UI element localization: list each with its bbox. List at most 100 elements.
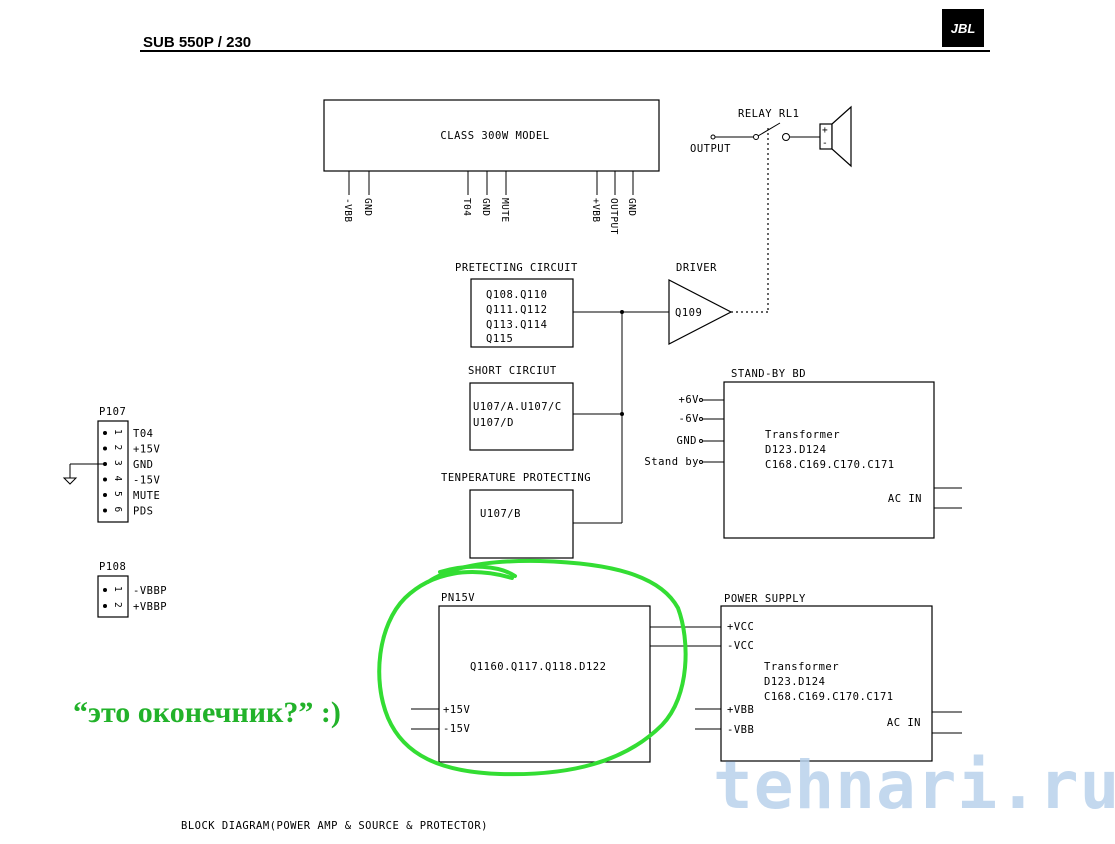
connector-pin: 1 -VBBP: [103, 585, 167, 597]
pin-label: T04: [461, 198, 472, 216]
connector-pin: 3 GND: [103, 459, 153, 471]
component-label: Q1160.Q117.Q118.D122: [470, 661, 606, 673]
component-label: U107/D: [473, 417, 514, 429]
svg-text:+: +: [822, 125, 828, 136]
connector-title: P108: [99, 561, 126, 573]
pin-number: 2: [112, 445, 123, 451]
driver-amp: DRIVER Q109: [668, 262, 768, 345]
pin-number: 1: [112, 429, 123, 435]
input-label: Stand by: [644, 456, 699, 468]
rail-label: -VCC: [727, 640, 754, 652]
relay-rl1: RELAY RL1 OUTPUT: [690, 108, 820, 312]
component-label: U107/A.U107/C: [473, 401, 562, 413]
pretecting-title: PRETECTING CIRCUIT: [455, 262, 578, 274]
pin-dot: [103, 446, 107, 451]
pin-label: -VBB: [342, 198, 353, 222]
green-highlight-circle: [377, 558, 688, 777]
short-circuit-title: SHORT CIRCIUT: [468, 365, 557, 377]
pin-number: 1: [112, 586, 123, 592]
pin-label: PDS: [133, 506, 153, 518]
component-label: Q108.Q110: [486, 289, 547, 301]
component-label: Q111.Q112: [486, 304, 547, 316]
pin-label: +VBBP: [133, 601, 167, 613]
short-circuit-block: SHORT CIRCIUT U107/A.U107/C U107/D: [468, 365, 574, 451]
driver-title: DRIVER: [676, 262, 717, 274]
pin-dot: [103, 508, 107, 513]
component-label: Transformer: [764, 661, 839, 673]
pin-label: -VBBP: [133, 585, 167, 597]
pin-label: MUTE: [133, 490, 160, 502]
connector-p107: P107: [62, 406, 129, 523]
temperature-protect-block: TENPERATURE PROTECTING U107/B: [441, 472, 591, 559]
pin-dot: [103, 462, 107, 466]
pin-dot: [103, 604, 107, 608]
watermark: tehnari.ru: [713, 747, 1115, 824]
rail-label: +VBB: [727, 704, 754, 716]
component-label: U107/B: [480, 508, 521, 520]
annotation-text: “это оконечник?” :): [73, 696, 341, 729]
pin-label: OUTPUT: [608, 198, 619, 235]
pin-dot: [103, 588, 107, 592]
pin-label: GND: [362, 198, 373, 216]
power-supply-title: POWER SUPPLY: [724, 593, 806, 605]
input-label: +6V: [679, 394, 700, 406]
pin-label: GND: [480, 198, 491, 216]
pn15v-block: PN15V Q1160.Q117.Q118.D122 +15V -15V: [411, 592, 724, 763]
connector-pin: 4-15V: [103, 475, 160, 487]
jbl-logo: JBL: [942, 9, 984, 47]
pin-dot: [103, 493, 107, 497]
pn15v-title: PN15V: [441, 592, 475, 604]
component-label: D123.D124: [764, 676, 825, 688]
component-label: C168.C169.C170.C171: [764, 691, 894, 703]
pin-label: MUTE: [499, 198, 510, 222]
component-label: Q113.Q114: [486, 319, 547, 331]
pin-label: +VBB: [590, 198, 601, 222]
pin-dot: [103, 477, 107, 482]
pin-number: 6: [112, 507, 123, 513]
pretecting-circuit: PRETECTING CIRCUIT Q108.Q110 Q111.Q112 Q…: [455, 262, 578, 348]
connector-pin: 2 +VBBP: [103, 601, 167, 613]
connector-p108: P108: [97, 561, 129, 618]
component-label: Q115: [486, 333, 513, 345]
pin-number: 5: [112, 491, 123, 497]
ac-in-label: AC IN: [887, 717, 921, 729]
ac-in-label: AC IN: [888, 493, 922, 505]
pin-label: T04: [133, 428, 153, 440]
p108-pin-rows: 1 -VBBP 2 +VBBP: [103, 585, 167, 613]
pin-number: 2: [112, 602, 123, 608]
module-label: CLASS 300W MODEL: [440, 130, 549, 142]
pin-label: +15V: [133, 444, 160, 456]
p107-pin-rows: 1 T04 2 +15V 3 GND 4-15V 5 MUTE 6 PDS: [103, 428, 160, 518]
connector-pin: 2 +15V: [103, 444, 160, 456]
standby-board: STAND-BY BD +6V -6V GND Stand by Transfo…: [644, 368, 962, 539]
pin-label: GND: [133, 459, 153, 471]
logo-text: JBL: [951, 21, 976, 36]
relay-output-label: OUTPUT: [690, 143, 731, 155]
diagram-caption: BLOCK DIAGRAM(POWER AMP & SOURCE & PROTE…: [181, 820, 488, 832]
pin-number: 4: [112, 476, 123, 482]
page-title: SUB 550P / 230: [143, 34, 251, 51]
relay-label: RELAY RL1: [738, 108, 799, 120]
component-label: C168.C169.C170.C171: [765, 459, 895, 471]
pin-dot: [103, 431, 107, 435]
protect-bus-wires: [573, 310, 669, 524]
input-label: -15V: [443, 723, 470, 735]
rail-label: +VCC: [727, 621, 754, 633]
driver-label: Q109: [675, 307, 702, 319]
speaker-icon: + -: [819, 105, 852, 168]
input-label: +15V: [443, 704, 470, 716]
pin-number: 3: [112, 460, 123, 466]
component-label: D123.D124: [765, 444, 826, 456]
input-label: GND: [677, 435, 697, 447]
temperature-title: TENPERATURE PROTECTING: [441, 472, 591, 484]
standby-title: STAND-BY BD: [731, 368, 806, 380]
power-supply-block: POWER SUPPLY +VCC -VCC +VBB -VBB Transfo…: [695, 593, 962, 762]
connector-title: P107: [99, 406, 126, 418]
connector-pin: 6 PDS: [103, 506, 153, 518]
connector-pin: 5 MUTE: [103, 490, 160, 502]
component-label: Transformer: [765, 429, 840, 441]
input-label: -6V: [679, 413, 700, 425]
pin-label: GND: [626, 198, 637, 216]
